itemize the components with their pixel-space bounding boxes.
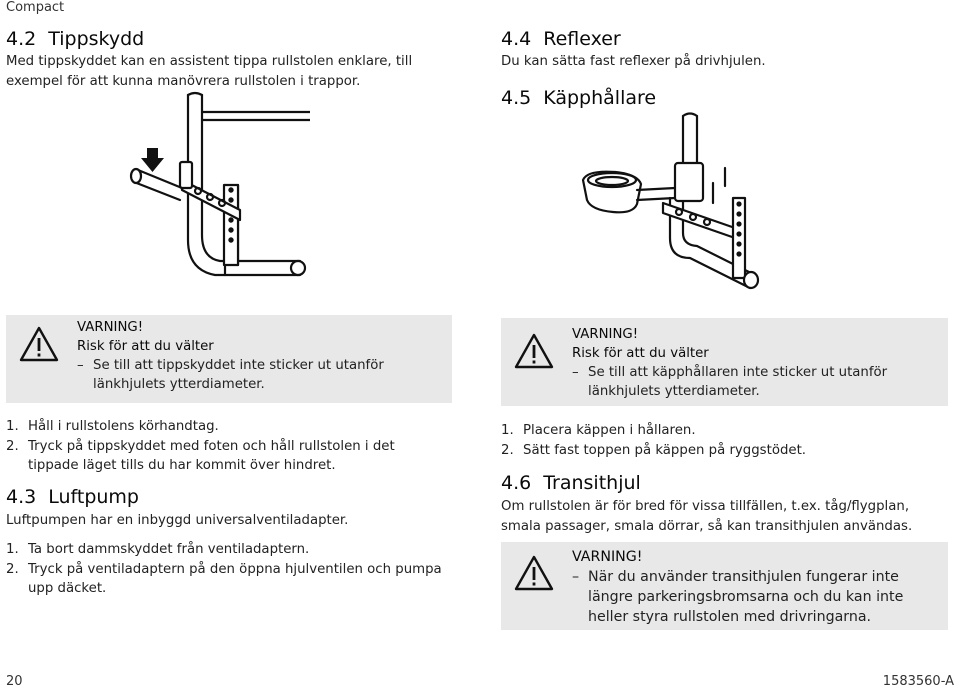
list-item: 2. Tryck på tippskyddet med foten och hå… <box>6 438 395 474</box>
warning-title: VARNING! <box>572 327 639 342</box>
warning-line: –När du använder transithjulen fungerar … <box>572 569 899 585</box>
warning-title: VARNING! <box>77 320 144 335</box>
warning-line: –Se till att käpphållaren inte sticker u… <box>572 365 888 380</box>
steps-4-5: 1. Placera käppen i hållaren. 2. Sätt fa… <box>501 421 948 460</box>
warning-line: länkhjulets ytterdiameter. <box>93 377 265 392</box>
list-item: 1. Håll i rullstolens körhandtag. <box>6 419 219 434</box>
tip-protector-illustration <box>129 91 310 277</box>
list-item: 2. Tryck på ventiladaptern på den öppna … <box>6 561 442 597</box>
section-title: Luftpump <box>48 486 139 508</box>
list-item: 1. Placera käppen i hållaren. <box>501 423 696 438</box>
warning-box-transit-wheels: VARNING! –När du använder transithjulen … <box>501 542 948 630</box>
section-number: 4.3 <box>6 486 37 508</box>
warning-box-cane-holder: VARNING! Risk för att du välter –Se till… <box>501 318 948 406</box>
steps-4-3: 1. Ta bort dammskyddet från ventiladapte… <box>6 540 466 599</box>
warning-subtitle: Risk för att du välter <box>572 346 709 361</box>
section-number: 4.2 <box>6 28 37 50</box>
body-line: Med tippskyddet kan en assistent tippa r… <box>6 54 413 69</box>
list-item: 1. Ta bort dammskyddet från ventiladapte… <box>6 542 310 557</box>
section-heading-4-5: 4.5 Käpphållare <box>501 87 656 109</box>
section-4-4-body: Du kan sätta fast reflexer på drivhjulen… <box>501 54 766 69</box>
steps-4-2: 1. Håll i rullstolens körhandtag. 2. Try… <box>6 417 452 476</box>
warning-subtitle: Risk för att du välter <box>77 339 214 354</box>
document-id: 1583560-A <box>882 674 954 689</box>
section-heading-4-2: 4.2 Tippskydd <box>6 28 144 50</box>
section-heading-4-6: 4.6 Transithjul <box>501 472 641 494</box>
warning-title: VARNING! <box>572 549 643 565</box>
body-line: smala passager, smala dörrar, så kan tra… <box>501 518 913 534</box>
warning-line: länkhjulets ytterdiameter. <box>588 384 760 399</box>
list-item: 2. Sätt fast toppen på käppen på ryggstö… <box>501 442 807 458</box>
cane-holder-illustration <box>581 112 760 290</box>
warning-triangle-icon <box>19 326 59 362</box>
section-number: 4.5 <box>501 87 532 109</box>
section-title: Transithjul <box>543 472 641 494</box>
warning-line: längre parkeringsbromsarna och du kan in… <box>588 589 904 605</box>
page-number: 20 <box>6 674 23 689</box>
section-title: Käpphållare <box>543 87 657 109</box>
warning-box-tip-protector: VARNING! Risk för att du välter –Se till… <box>6 315 452 403</box>
warning-line: –Se till att tippskyddet inte sticker ut… <box>77 358 384 373</box>
section-title: Reflexer <box>543 28 621 50</box>
section-title: Tippskydd <box>48 28 145 50</box>
warning-line: heller styra rullstolen med drivringarna… <box>588 609 872 625</box>
section-number: 4.6 <box>501 472 532 494</box>
section-number: 4.4 <box>501 28 532 50</box>
section-4-6-body: Om rullstolen är för bred för vissa till… <box>501 497 956 536</box>
section-4-3-body: Luftpumpen har en inbyggd universalventi… <box>6 513 349 528</box>
section-heading-4-4: 4.4 Reflexer <box>501 28 621 50</box>
body-line: exempel för att kunna manövrera rullstol… <box>6 73 361 89</box>
warning-triangle-icon <box>514 333 554 369</box>
section-4-2-body: Med tippskyddet kan en assistent tippa r… <box>6 52 446 91</box>
running-header: Compact <box>6 0 65 15</box>
warning-triangle-icon <box>514 555 554 591</box>
body-line: Om rullstolen är för bred för vissa till… <box>501 499 910 514</box>
section-heading-4-3: 4.3 Luftpump <box>6 486 139 508</box>
